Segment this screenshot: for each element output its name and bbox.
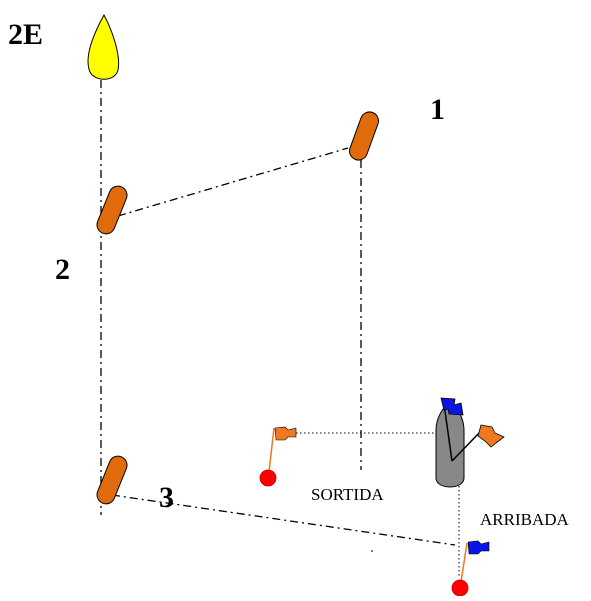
- course-lines: [100, 80, 456, 546]
- finish-pin-buoy: [451, 540, 490, 597]
- blue-flag-icon: [467, 540, 490, 555]
- flag-pole: [268, 427, 275, 473]
- mark-3-label: 3: [159, 481, 174, 514]
- course-label: 2E: [8, 18, 44, 51]
- mark-1-label: 1: [430, 93, 445, 126]
- red-buoy-icon: [259, 469, 277, 487]
- red-buoy-icon: [451, 579, 469, 597]
- flag-pole: [460, 542, 468, 583]
- yellow-buoy-icon: [87, 13, 120, 80]
- orange-buoy-icon: [349, 111, 379, 161]
- flag-pole: [451, 430, 482, 462]
- start-finish-lines: [296, 432, 460, 578]
- finish-label: ARRIBADA: [480, 510, 569, 529]
- blue-flag-icon: [440, 397, 464, 416]
- orange-buoy-icon: [96, 455, 128, 505]
- start-pin-buoy: [259, 426, 297, 487]
- orange-buoy-icon: [96, 185, 128, 235]
- flag-pole: [443, 403, 453, 462]
- mark-2-label: 2: [55, 253, 70, 286]
- orange-flag-icon: [477, 424, 505, 448]
- committee-boat-flags: [440, 397, 505, 462]
- start-label: SORTIDA: [311, 485, 384, 504]
- orange-flag-icon: [274, 426, 297, 441]
- course-line-3-to-finish: [111, 494, 456, 546]
- course-line-2-to-1: [117, 147, 349, 217]
